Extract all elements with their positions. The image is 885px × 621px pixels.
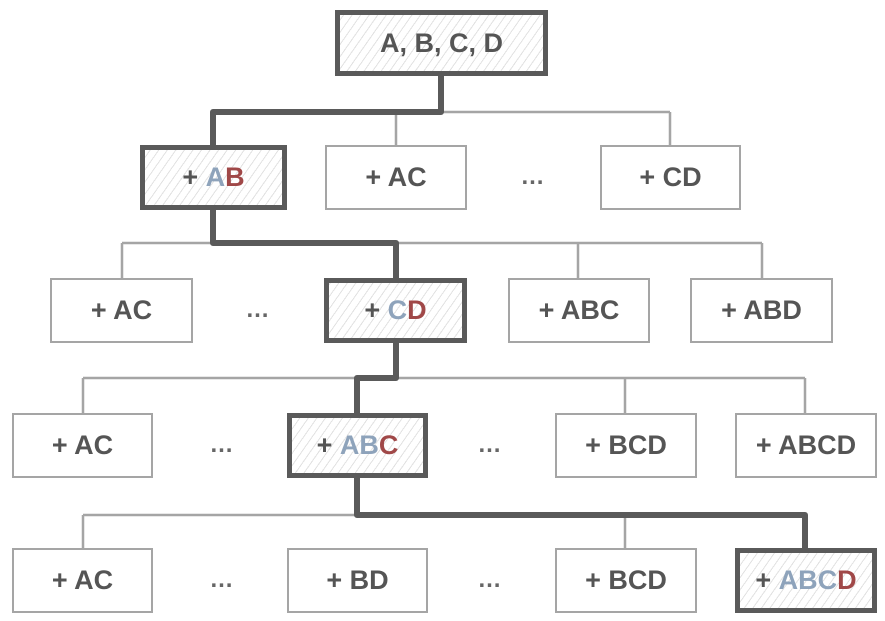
selected-path-connector [354, 342, 399, 414]
node-label-part: + BD [326, 565, 389, 595]
node-label-part: C [378, 430, 399, 460]
ellipsis: … [209, 566, 235, 593]
tree-node: + AC [12, 413, 153, 478]
ellipsis: … [245, 296, 271, 323]
node-label-part: A, B, C, D [379, 27, 503, 58]
selected-path-connector [354, 477, 808, 549]
node-label-part: + [755, 565, 779, 595]
tree-node: + ABD [690, 278, 833, 343]
node-label-part: + ABCD [755, 430, 857, 460]
tree-node: + CD [600, 145, 741, 210]
node-label-part: + AC [365, 162, 427, 192]
ellipsis: … [477, 566, 503, 593]
node-label-part: A [205, 162, 226, 192]
node-label-part: + ABD [721, 295, 802, 325]
node-label-part: + BCD [585, 430, 667, 460]
node-label-part: + AC [90, 295, 153, 325]
node-label-part: D [407, 295, 427, 325]
node-label-part: D [837, 565, 857, 595]
node-label-part: C [387, 295, 408, 325]
node-label-part: + [316, 430, 340, 460]
tree-node: + ABCD [735, 413, 877, 478]
tree-node: + AC [12, 548, 153, 613]
tree-node: + AC [50, 278, 193, 343]
node-label-part: + AC [51, 565, 114, 595]
tree-node: + BCD [555, 413, 697, 478]
selected-path-connector [210, 209, 399, 279]
node-label-part: ABC [778, 565, 838, 595]
ellipsis: … [477, 431, 503, 458]
node-label-part: + [182, 162, 206, 192]
selected-path-connector [210, 75, 444, 146]
ellipsis: … [209, 431, 235, 458]
node-label-part: + BCD [585, 565, 667, 595]
node-label-part: + [364, 295, 388, 325]
node-label-part: + AC [51, 430, 114, 460]
tree-node: + ABC [508, 278, 650, 343]
tree-node-selected: A, B, C, D [335, 10, 548, 76]
tree-node: + BCD [555, 548, 697, 613]
node-label-part: + ABC [538, 295, 620, 325]
tree-node: + BD [287, 548, 428, 613]
node-label-part: + CD [639, 162, 702, 192]
ellipsis: … [520, 163, 546, 190]
node-label-part: B [225, 162, 245, 192]
node-label-part: AB [339, 430, 379, 460]
tree-node: + AC [325, 145, 467, 210]
